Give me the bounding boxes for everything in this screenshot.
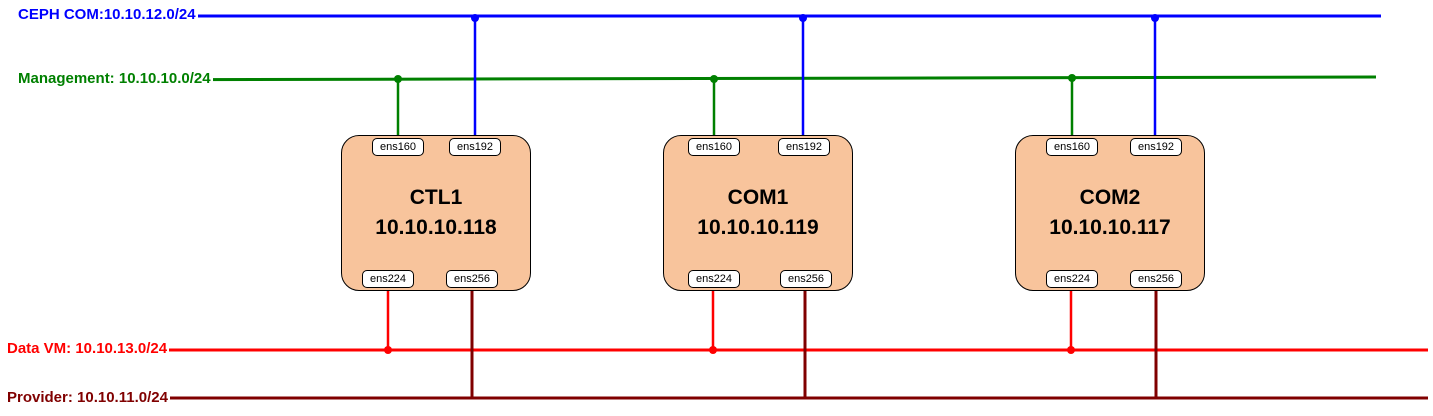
com2-ceph-junction xyxy=(1151,14,1159,22)
com1-data-junction xyxy=(709,346,717,354)
com2-data-junction xyxy=(1067,346,1075,354)
ctl1-data-junction xyxy=(384,346,392,354)
port-ens224: ens224 xyxy=(1046,270,1098,288)
port-ens224: ens224 xyxy=(362,270,414,288)
node-ip: 10.10.10.118 xyxy=(375,216,497,239)
node-ctl1: ens160 ens192 CTL1 10.10.10.118 ens224 e… xyxy=(341,135,531,291)
port-ens192: ens192 xyxy=(778,138,830,156)
management-bus-line xyxy=(17,75,1377,82)
ctl1-ceph-junction xyxy=(471,14,479,22)
node-name: COM1 xyxy=(727,186,789,209)
node-name: CTL1 xyxy=(409,186,463,209)
node-name: COM2 xyxy=(1079,186,1141,209)
port-ens256: ens256 xyxy=(446,270,498,288)
ceph-network-label: CEPH COM:10.10.12.0/24 xyxy=(16,6,198,24)
node-com1: ens160 ens192 COM1 10.10.10.119 ens224 e… xyxy=(663,135,853,291)
data-vm-network-label: Data VM: 10.10.13.0/24 xyxy=(5,340,170,358)
node-ip: 10.10.10.119 xyxy=(697,216,819,239)
com1-ceph-junction xyxy=(799,14,807,22)
port-ens224: ens224 xyxy=(688,270,740,288)
port-ens192: ens192 xyxy=(449,138,501,156)
node-ip: 10.10.10.117 xyxy=(1049,216,1171,239)
com2-mgmt-junction xyxy=(1068,74,1076,82)
node-com2: ens160 ens192 COM2 10.10.10.117 ens224 e… xyxy=(1015,135,1205,291)
port-ens160: ens160 xyxy=(372,138,424,156)
management-network-label: Management: 10.10.10.0/24 xyxy=(16,70,213,88)
com1-mgmt-junction xyxy=(710,75,718,83)
provider-network-label: Provider: 10.10.11.0/24 xyxy=(5,389,170,407)
port-ens256: ens256 xyxy=(1130,270,1182,288)
port-ens160: ens160 xyxy=(688,138,740,156)
port-ens256: ens256 xyxy=(780,270,832,288)
ctl1-mgmt-junction xyxy=(394,75,402,83)
port-ens160: ens160 xyxy=(1046,138,1098,156)
port-ens192: ens192 xyxy=(1130,138,1182,156)
